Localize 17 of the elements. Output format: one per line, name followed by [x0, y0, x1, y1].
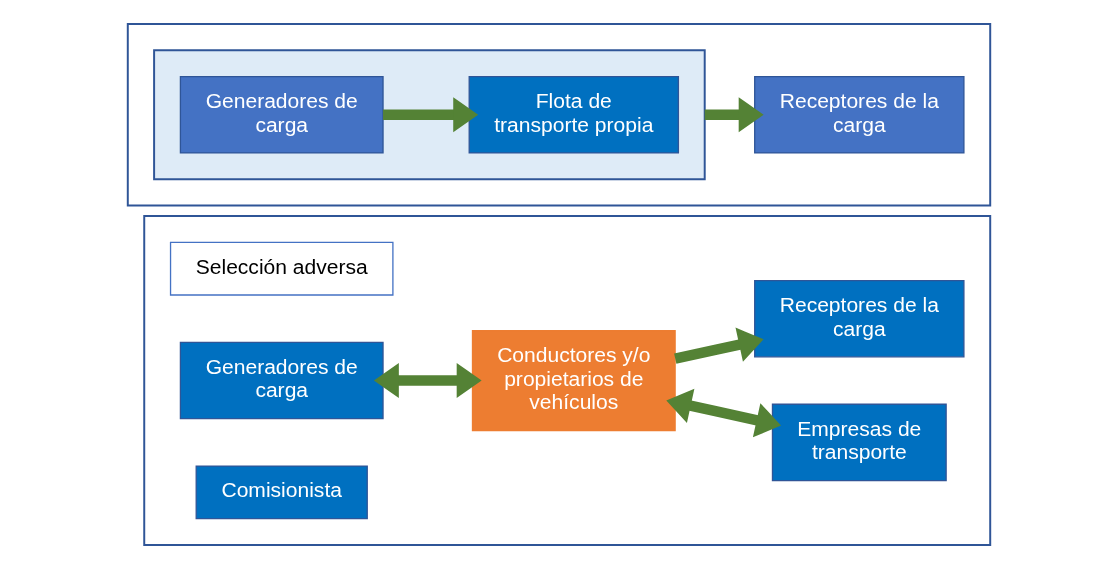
- node-box: Receptores de la carga: [753, 279, 965, 358]
- arrow: [704, 97, 764, 133]
- arrow: [673, 327, 764, 364]
- node-box: Flota de transporte propia: [468, 75, 679, 154]
- node-box: Empresas de transporte: [771, 403, 947, 482]
- node-box: Generadores de carga: [179, 341, 384, 420]
- arrow: [382, 97, 478, 133]
- cluster: [142, 215, 991, 546]
- node-box: Receptores de la carga: [753, 75, 965, 154]
- node-box: Generadores de carga: [179, 75, 384, 154]
- cluster: [152, 49, 706, 181]
- node-box: Comisionista: [195, 465, 368, 520]
- node-box: Selección adversa: [169, 241, 394, 296]
- node-box: Conductores y/o propietarios de vehículos: [471, 329, 676, 432]
- arrow: [373, 363, 482, 399]
- arrow: [665, 388, 781, 438]
- cluster: [126, 23, 991, 207]
